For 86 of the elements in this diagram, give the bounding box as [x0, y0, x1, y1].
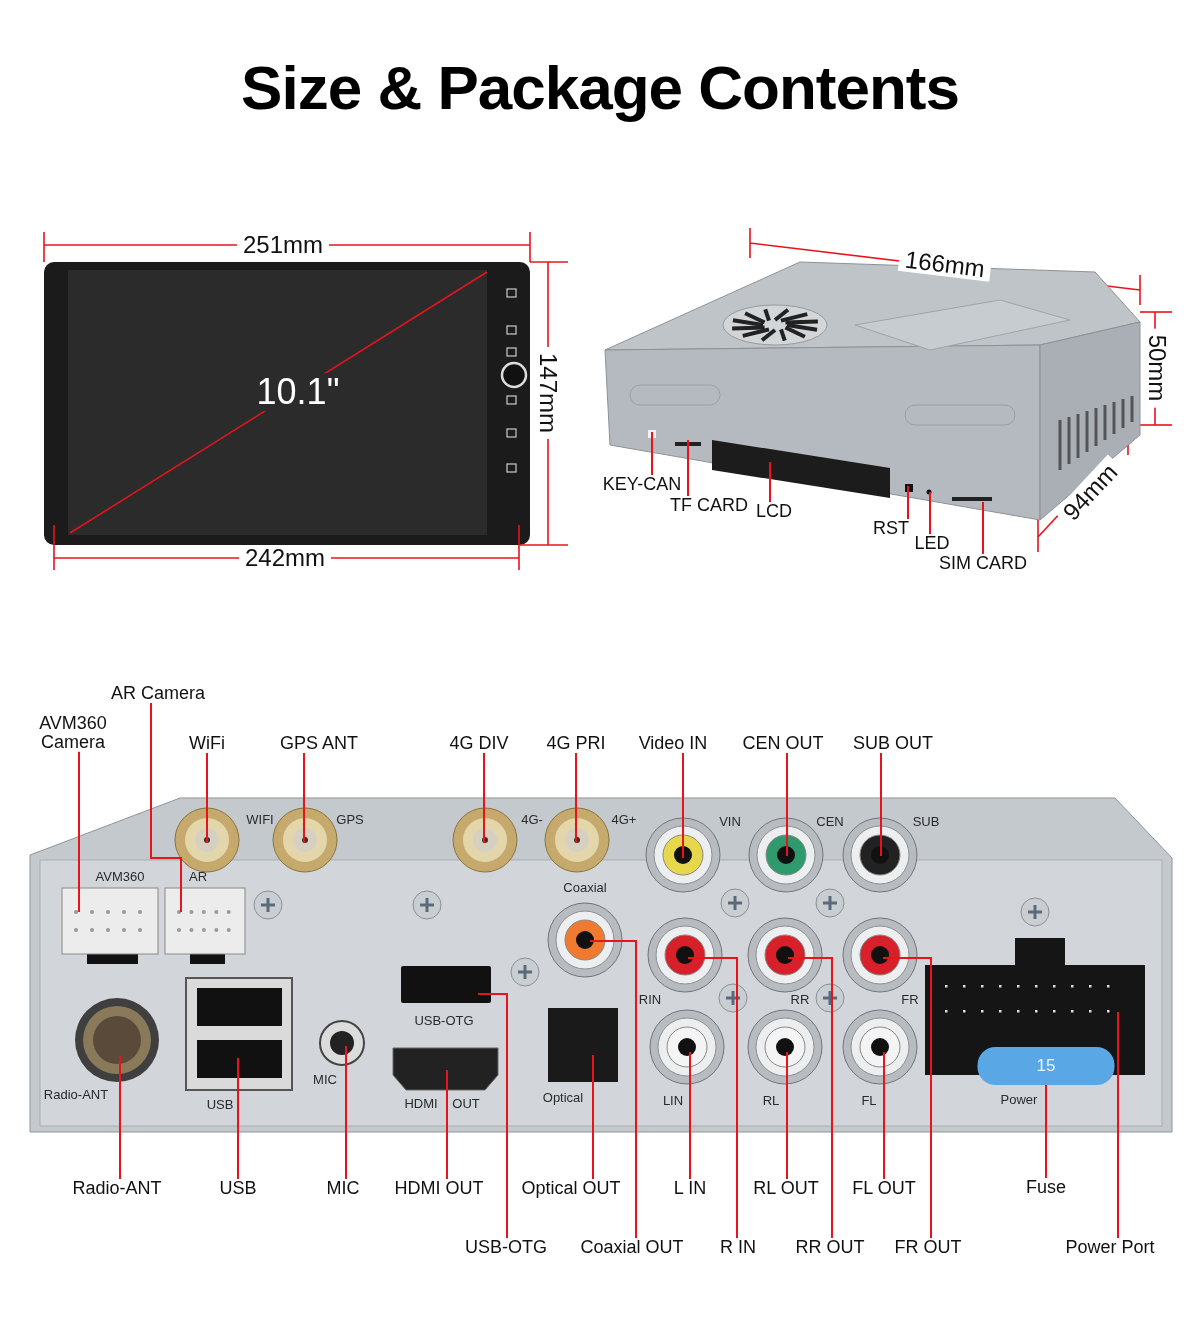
callout-label: Fuse — [1026, 1178, 1066, 1197]
callout-label: WiFi — [189, 734, 225, 753]
callout-label: Optical OUT — [521, 1179, 621, 1198]
leader-line — [303, 751, 305, 844]
port-label: GPS — [336, 813, 364, 827]
port-label: RL — [762, 1094, 780, 1108]
fuse-body: 15 — [977, 1047, 1115, 1085]
callout-label: AVM360 Camera — [23, 714, 123, 752]
leader-line — [929, 491, 931, 535]
leader-line — [446, 1069, 448, 1180]
callout-label: R IN — [720, 1238, 756, 1257]
leader-line — [982, 501, 984, 555]
leader-line — [687, 957, 738, 1239]
port-label: SUB — [912, 815, 940, 829]
callout-label: USB-OTG — [465, 1238, 547, 1257]
leader-line — [682, 751, 684, 859]
port-label: AR — [188, 870, 208, 884]
port-label: 4G+ — [611, 813, 637, 827]
port-label: USB-OTG — [414, 1014, 474, 1028]
port-label: VIN — [719, 815, 741, 829]
leader-line — [589, 940, 637, 1239]
callout-label: RR OUT — [795, 1238, 865, 1257]
callout-label: LCD — [756, 502, 792, 521]
callout-label: KEY-CAN — [602, 475, 682, 494]
leader-line — [78, 750, 80, 913]
leader-line — [787, 957, 833, 1239]
callout-label: LED — [914, 534, 950, 553]
callout-label: SUB OUT — [853, 734, 933, 753]
leader-line — [769, 461, 771, 503]
port-label: HDMI — [404, 1097, 438, 1111]
port-label: MIC — [313, 1073, 337, 1087]
port-label: FL — [861, 1094, 877, 1108]
port-label: Coaxial — [563, 881, 607, 895]
callout-label: Video IN — [638, 734, 708, 753]
port-label: RR — [790, 993, 810, 1007]
port-label: OUT — [452, 1097, 480, 1111]
callout-label: 4G DIV — [449, 734, 509, 753]
port-label: RIN — [638, 993, 662, 1007]
leader-line — [206, 751, 208, 844]
port-label: USB — [206, 1098, 234, 1112]
leader-line — [689, 1051, 691, 1180]
leader-line — [592, 1054, 594, 1180]
leader-line — [786, 751, 788, 857]
leader-line — [237, 1057, 239, 1180]
leader-line — [651, 431, 653, 476]
callout-label: MIC — [326, 1179, 360, 1198]
leader-line — [575, 751, 577, 844]
callout-label: RL OUT — [753, 1179, 819, 1198]
callout-label: L IN — [673, 1179, 707, 1198]
callout-label: HDMI OUT — [394, 1179, 484, 1198]
leader-line — [119, 1055, 121, 1180]
port-label: Radio-ANT — [43, 1088, 109, 1102]
callout-label: FL OUT — [852, 1179, 916, 1198]
port-label: LIN — [662, 1094, 684, 1108]
callout-label: GPS ANT — [280, 734, 358, 753]
callout-label: Coaxial OUT — [580, 1238, 684, 1257]
port-label: AVM360 — [95, 870, 145, 884]
leader-line — [786, 1051, 788, 1180]
port-label: FR — [901, 993, 919, 1007]
callout-label: 4G PRI — [546, 734, 606, 753]
port-label: CEN — [816, 815, 844, 829]
leader-line — [477, 993, 508, 1239]
callout-label: Radio-ANT — [72, 1179, 162, 1198]
leader-line — [882, 957, 932, 1239]
leader-line — [880, 751, 882, 857]
callout-label: Power Port — [1065, 1238, 1155, 1257]
callout-label: RST — [873, 519, 909, 538]
callout-label: USB — [219, 1179, 257, 1198]
port-label: Power — [1000, 1093, 1038, 1107]
leader-line — [345, 1045, 347, 1180]
page-title: Size & Package Contents — [241, 52, 959, 123]
leader-line — [1045, 1084, 1047, 1179]
port-label: 4G- — [521, 813, 543, 827]
port-label: Optical — [542, 1091, 584, 1105]
callout-label: TF CARD — [670, 496, 748, 515]
leader-line — [1117, 1011, 1119, 1239]
leader-line — [483, 751, 485, 844]
leader-line — [883, 1051, 885, 1180]
callout-label: AR Camera — [111, 684, 205, 703]
leader-line — [907, 485, 909, 520]
callout-label: FR OUT — [894, 1238, 962, 1257]
callout-label: SIM CARD — [939, 554, 1027, 573]
port-label: WIFI — [246, 813, 274, 827]
leader-line — [687, 439, 689, 497]
callout-label: CEN OUT — [742, 734, 824, 753]
leader-line — [150, 701, 182, 913]
